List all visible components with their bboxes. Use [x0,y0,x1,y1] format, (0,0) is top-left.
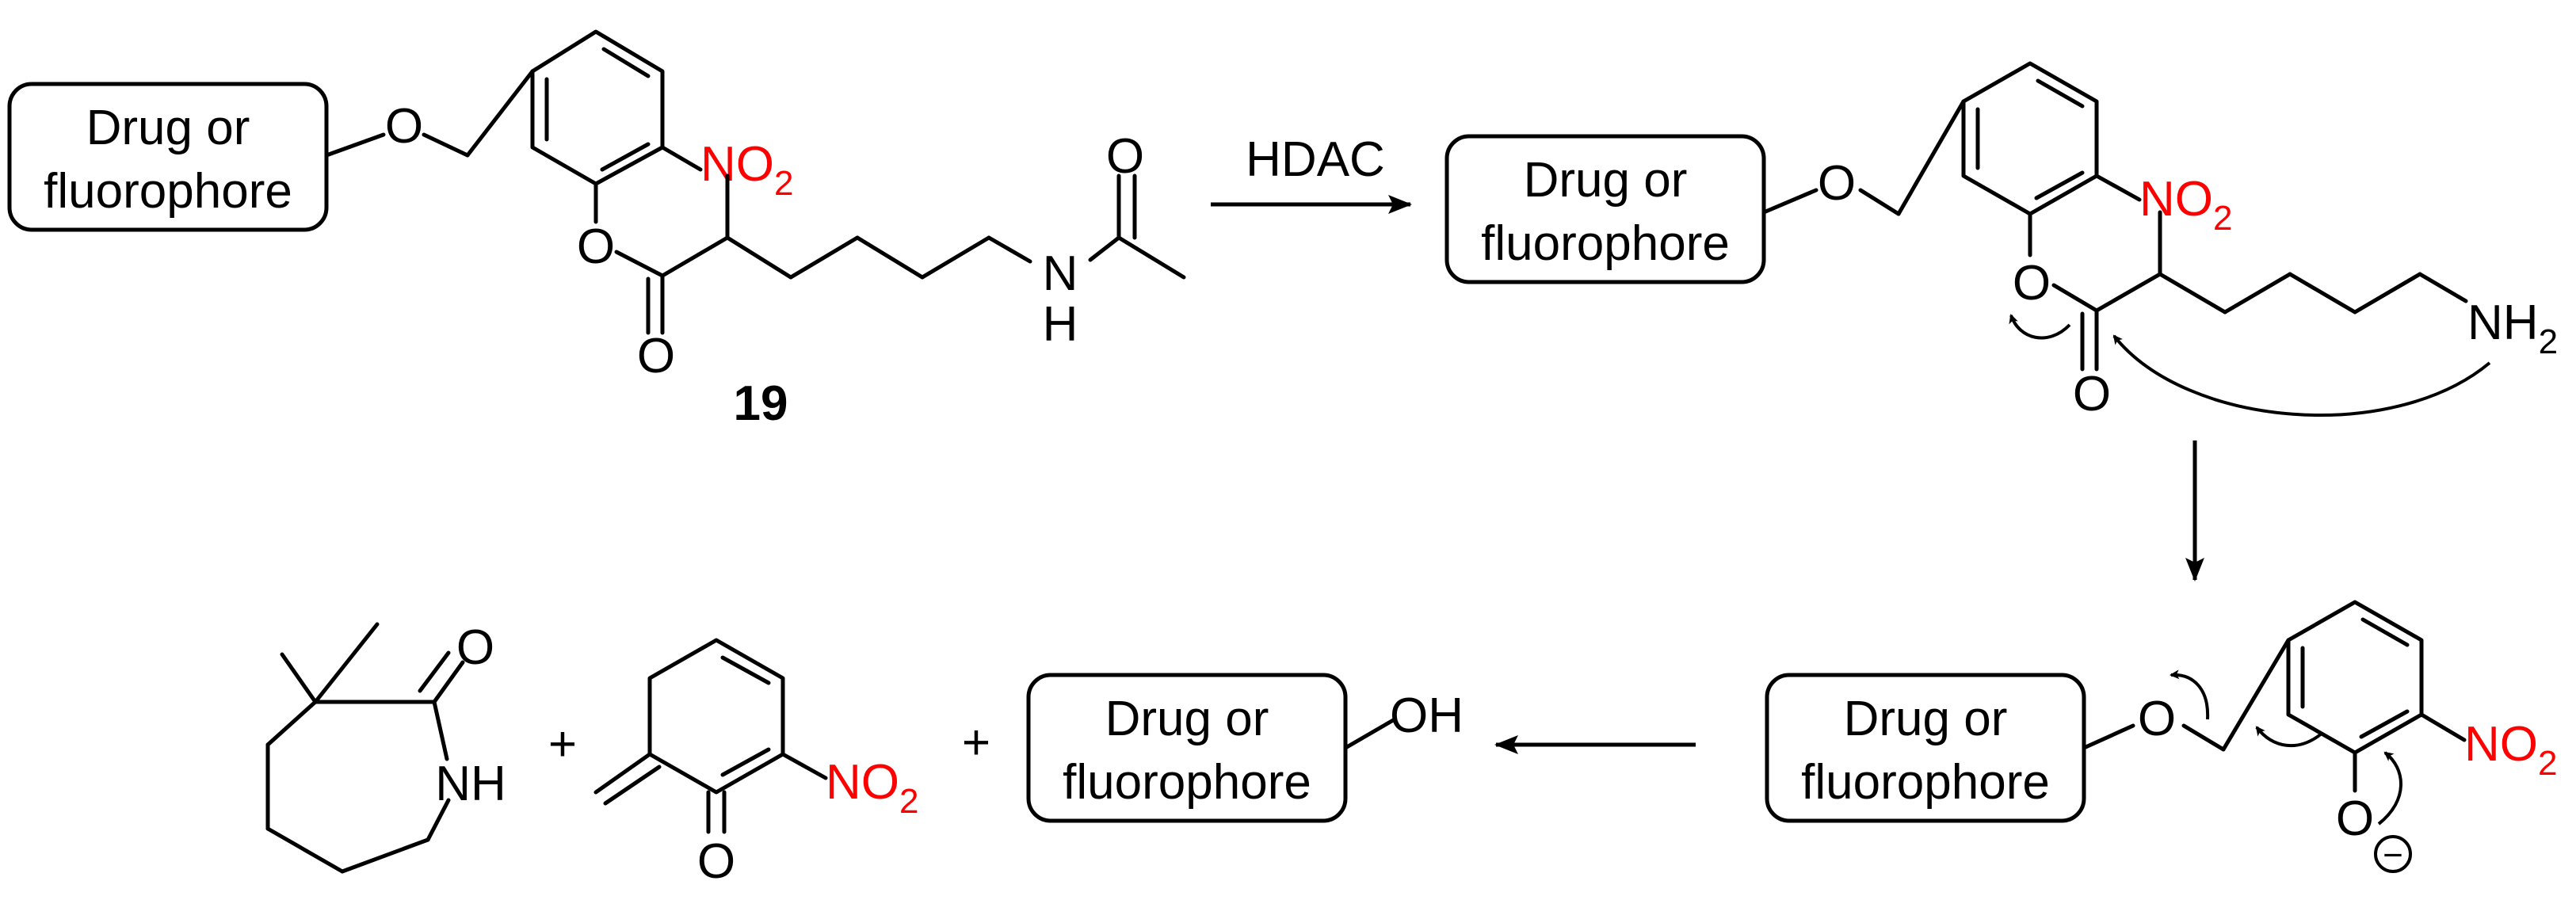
hydroxyl-group: OH [1390,688,1464,743]
ester-oxygen-2: O [2013,256,2051,311]
phenoxide-intermediate: Drug or fluorophore O NO2 O − [1765,600,2557,875]
drug-box-4-line1: Drug or [1105,692,1269,746]
carbonyl-oxygen-1: O [637,329,675,383]
released-drug-product: Drug or fluorophore OH [1026,673,1464,823]
drug-box-4-line2: fluorophore [1063,755,1311,810]
nitro-group-2: NO2 [2139,172,2232,238]
nitro-group-3: NO2 [2464,717,2557,783]
quinone-methide-product: O NO2 [593,638,918,889]
negative-charge: − [2383,836,2403,875]
carbonyl-oxygen-2: O [2073,367,2111,421]
drug-box-2-line2: fluorophore [1481,216,1730,271]
acetyl-oxygen: O [1106,129,1144,184]
amine-group: NH2 [2467,296,2558,361]
enzyme-label: HDAC [1246,132,1385,187]
drug-box-1-line1: Drug or [86,101,250,155]
ester-oxygen-1: O [577,219,615,274]
compound-19: Drug or fluorophore O NO2 O O N H [7,29,1186,431]
plus-sign-1: + [548,717,577,772]
deacetylated-intermediate: Drug or fluorophore O NO2 O O NH2 [1444,61,2558,421]
amide-hydrogen: H [1043,297,1078,352]
drug-box-2 [1444,134,1766,284]
drug-box-3-line1: Drug or [1844,692,2008,746]
amide-nitrogen: N [1043,246,1078,301]
phenoxide-oxygen: O [2336,791,2374,846]
plus-sign-2: + [962,715,990,770]
drug-box-1-line2: fluorophore [44,164,292,219]
quinone-oxygen: O [697,834,735,889]
drug-box-2-line1: Drug or [1524,153,1688,208]
lactam-nh: NH [435,757,506,811]
drug-box-3-line2: fluorophore [1801,755,2050,810]
nitro-group-1: NO2 [700,137,793,203]
lactam-product: NH O [265,620,506,874]
ether-oxygen-1: O [385,99,423,154]
ether-oxygen-3: O [2138,692,2176,746]
nitro-group-4: NO2 [826,755,918,821]
compound-number: 19 [734,376,788,431]
lactam-oxygen: O [456,620,494,675]
ether-oxygen-2: O [1818,156,1856,211]
hdac-arrow: HDAC [1211,132,1412,214]
